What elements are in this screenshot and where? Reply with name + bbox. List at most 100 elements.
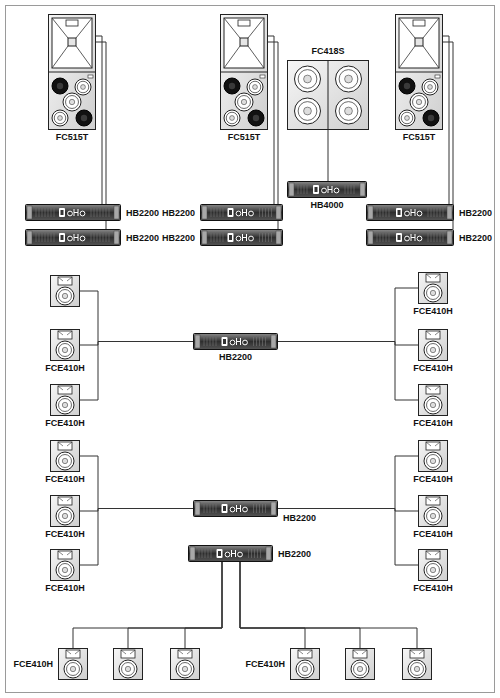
model-label: HB2200 (125, 232, 160, 243)
subwoofer-cabinet-illustration (287, 60, 369, 130)
power-amplifier-illustration (366, 204, 454, 221)
model-label: HB2200 (161, 207, 196, 218)
model-label: FCE410H (412, 418, 454, 429)
model-label: FCE410H (412, 474, 454, 485)
full-range-loudspeaker: FC515T (395, 14, 443, 130)
speaker-cable (240, 562, 417, 648)
compact-speaker: FCE410H (418, 549, 448, 581)
speaker-cable (128, 562, 222, 648)
frame-border (6, 6, 495, 693)
compact-speaker-illustration (418, 549, 448, 581)
speaker-cable (278, 288, 418, 342)
compact-speaker (345, 648, 375, 680)
compact-speaker-illustration (50, 440, 80, 472)
power-amplifier-illustration (200, 204, 283, 221)
compact-speaker: FCE410H (50, 384, 80, 416)
model-label: HB2200 (218, 352, 253, 363)
power-amplifier-illustration (366, 229, 454, 246)
compact-speaker (170, 648, 200, 680)
model-label: FCE410H (412, 529, 454, 540)
speaker-cable (96, 36, 102, 204)
compact-speaker-illustration (50, 384, 80, 416)
full-range-loudspeaker-illustration (395, 14, 443, 130)
speaker-cable (278, 342, 418, 401)
model-label: FCE410H (44, 474, 86, 485)
full-range-loudspeaker: FC515T (48, 14, 96, 130)
compact-speaker-illustration (50, 549, 80, 581)
full-range-loudspeaker-illustration (48, 14, 96, 130)
compact-speaker-illustration (402, 648, 432, 680)
model-label: FC515T (227, 132, 262, 143)
power-amplifier: HB2200 (25, 229, 121, 246)
model-label: FCE410H (412, 363, 454, 374)
compact-speaker: FCE410H (418, 495, 448, 527)
speaker-cable (80, 342, 193, 401)
compact-speaker: FCE410H (418, 384, 448, 416)
compact-speaker-illustration (418, 495, 448, 527)
compact-speaker (113, 648, 143, 680)
compact-speaker-illustration (170, 648, 200, 680)
compact-speaker: FCE410H (418, 440, 448, 472)
full-range-loudspeaker-illustration (220, 14, 268, 130)
compact-speaker: FCE410H (50, 549, 80, 581)
compact-speaker-illustration (418, 384, 448, 416)
speaker-cable (80, 509, 193, 566)
compact-speaker: FCE410H (418, 329, 448, 361)
compact-speaker: FCE410H (58, 648, 88, 680)
speaker-cable (240, 562, 360, 648)
speaker-cable (443, 36, 449, 204)
power-amplifier: HB2200 (188, 545, 273, 562)
compact-speaker-illustration (50, 495, 80, 527)
compact-speaker-illustration (345, 648, 375, 680)
model-label: FCE410H (44, 418, 86, 429)
speaker-cable (328, 130, 329, 181)
speaker-cable (278, 342, 418, 346)
compact-speaker-illustration (290, 648, 320, 680)
model-label: FCE410H (12, 659, 54, 670)
full-range-loudspeaker: FC515T (220, 14, 268, 130)
compact-speaker: FCE410H (50, 329, 80, 361)
model-label: HB2200 (277, 548, 312, 559)
speaker-cable (73, 562, 222, 648)
speaker-cable (268, 36, 274, 204)
compact-speaker (402, 648, 432, 680)
model-label: FCE410H (44, 363, 86, 374)
subwoofer-cabinet: FC418S (287, 60, 369, 130)
compact-speaker: FCE410H (50, 495, 80, 527)
speaker-cable (240, 562, 305, 648)
power-amplifier: HB2200 (193, 500, 278, 517)
power-amplifier-illustration (25, 229, 121, 246)
compact-speaker: FCE410H (290, 648, 320, 680)
model-label: FCE410H (244, 659, 286, 670)
compact-speaker-illustration (418, 329, 448, 361)
speaker-cable (80, 342, 193, 346)
power-amplifier-illustration (193, 333, 278, 350)
model-label: HB4000 (309, 200, 344, 211)
model-label: FCE410H (44, 529, 86, 540)
model-label: HB2200 (282, 513, 317, 524)
speaker-cable (268, 42, 278, 229)
model-label: HB2200 (458, 207, 493, 218)
model-label: FCE410H (412, 306, 454, 317)
power-amplifier: HB2200 (366, 204, 454, 221)
speaker-cable (278, 509, 418, 566)
power-amplifier-illustration (193, 500, 278, 517)
speaker-cable (80, 291, 193, 342)
model-label: FC515T (402, 132, 437, 143)
power-amplifier: HB2200 (366, 229, 454, 246)
compact-speaker (50, 275, 80, 307)
speaker-cable (80, 456, 193, 509)
compact-speaker-illustration (58, 648, 88, 680)
compact-speaker: FCE410H (418, 272, 448, 304)
compact-speaker-illustration (50, 329, 80, 361)
power-amplifier: HB2200 (200, 204, 283, 221)
power-amplifier: HB2200 (25, 204, 121, 221)
compact-speaker-illustration (418, 440, 448, 472)
speaker-cable (278, 456, 418, 509)
power-amplifier-illustration (188, 545, 273, 562)
compact-speaker-illustration (50, 275, 80, 307)
model-label: FCE410H (412, 583, 454, 594)
model-label: HB2200 (125, 207, 160, 218)
power-amplifier-illustration (25, 204, 121, 221)
power-amplifier: HB4000 (287, 181, 367, 198)
